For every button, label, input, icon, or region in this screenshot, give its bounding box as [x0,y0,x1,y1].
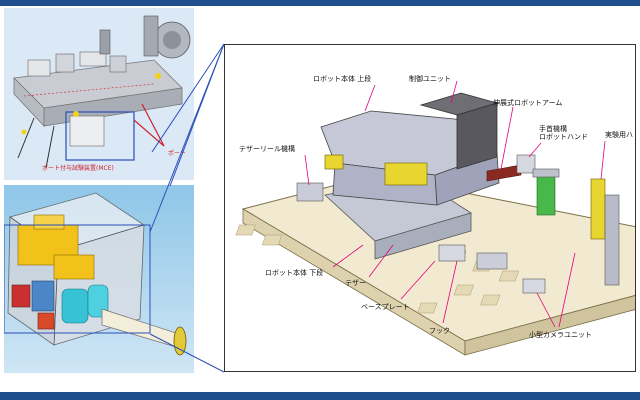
label-wrist-hand: 手首機構 ロボットハンド [539,125,588,141]
label-tether-reel: テザーリール機構 [239,145,295,153]
bottom-border [0,392,640,400]
top-border [0,0,640,6]
label-control-unit: 制御ユニット [409,75,451,83]
label-extension-arm: 伸展式ロボットアーム [493,99,563,107]
label-camera-unit: 小型カメラユニット [529,331,592,339]
robot-diagram: ロボット本体 上段 制御ユニット 伸展式ロボットアーム 手首機構 ロボットハンド… [224,44,636,372]
label-lower-body: ロボット本体 下段 [265,269,324,277]
caption-port: ポート [168,150,187,157]
label-tether: テザー [345,279,366,287]
label-experiment-hand: 実験用ハ [605,131,633,139]
label-upper-body: ロボット本体 上段 [313,75,372,83]
label-base-plate: ベースプレート [361,303,410,311]
caption-module: ポート付与試験装置(MCE) [42,165,114,172]
iss-facility-image: ポート付与試験装置(MCE) ポート [4,8,194,180]
module-cutaway-image [4,185,194,373]
label-hook: フック [429,327,450,335]
